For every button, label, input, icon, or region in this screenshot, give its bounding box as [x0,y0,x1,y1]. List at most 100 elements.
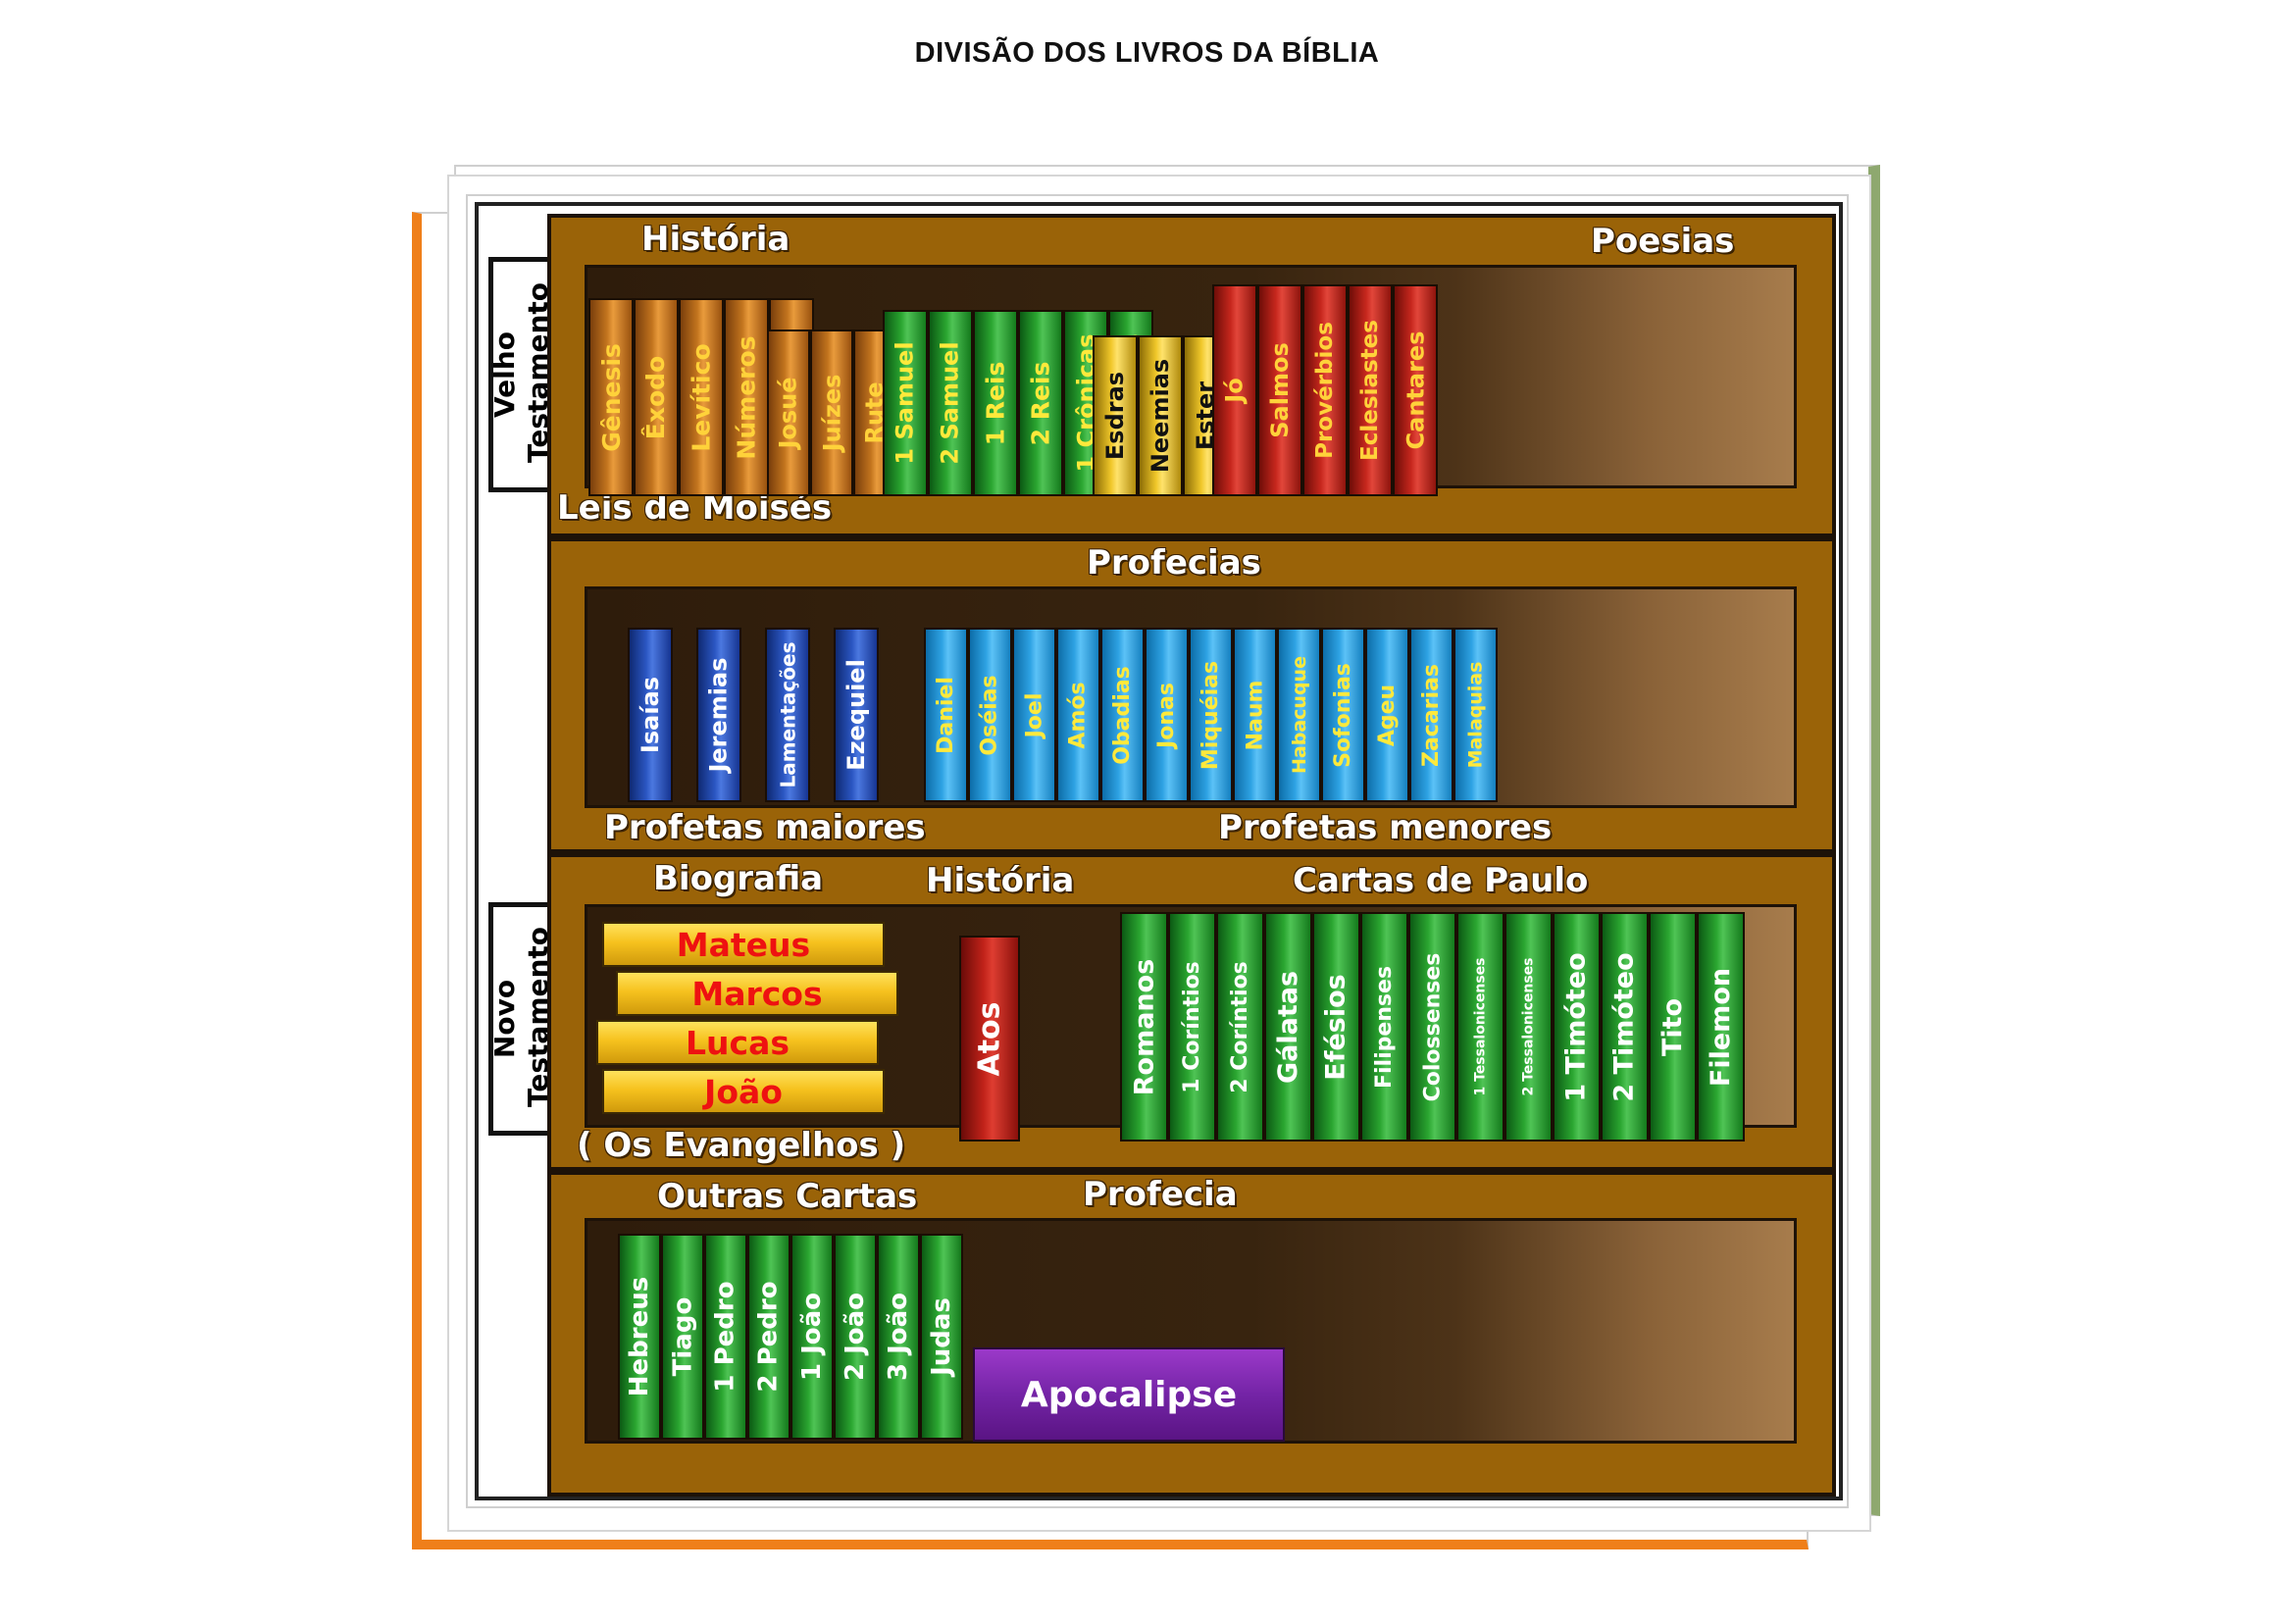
label-historia-vt: História [641,220,790,259]
label-poesias: Poesias [1591,222,1735,261]
book-2-timoteo: 2 Timóteo [1601,912,1649,1142]
book-title: Tiago [668,1296,698,1377]
book-tiago: Tiago [661,1234,704,1440]
new-testament-label: Novo Testamento [488,902,554,1136]
book-amos: Amós [1056,628,1100,802]
book-cantares: Cantares [1393,284,1438,496]
book-2-tessalonicenses: 2 Tessalonicenses [1504,912,1553,1142]
old-testament-text-value: Velho Testamento [487,281,554,463]
book-title: Atos [972,1000,1007,1077]
book-title: Isaías [637,676,664,754]
book-1-tessalonicenses: 1 Tessalonicenses [1456,912,1504,1142]
book-1-timoteo: 1 Timóteo [1553,912,1601,1142]
book-lamentacoes: Lamentações [765,628,810,802]
book-title: Gálatas [1273,970,1303,1084]
book-obadias: Obadias [1100,628,1145,802]
book-title: 2 Coríntios [1228,960,1253,1093]
book-title: 2 Pedro [754,1281,785,1393]
book-title: Joel [1022,692,1047,737]
book-1-reis: 1 Reis [973,310,1018,496]
label-historia-nt: História [926,861,1075,900]
book-title: Oséias [978,674,1003,756]
book-esdras: Esdras [1093,335,1138,496]
book-2-reis: 2 Reis [1018,310,1063,496]
book-title: 1 Coríntios [1180,960,1205,1093]
book-title: Gênesis [596,342,626,452]
book-title: Judas [927,1297,957,1376]
book-marcos: Marcos [616,971,898,1016]
book-title: Números [732,334,761,460]
label-cartas-de-paulo: Cartas de Paulo [1293,861,1589,900]
book-apocalipse: Apocalipse [973,1347,1285,1442]
book-zacarias: Zacarias [1409,628,1453,802]
book-numeros: Números [724,298,769,496]
book-title: Neemias [1147,358,1175,474]
book-jonas: Jonas [1145,628,1189,802]
book-1-pedro: 1 Pedro [704,1234,747,1440]
book-colossenses: Colossenses [1408,912,1456,1142]
book-sofonias: Sofonias [1321,628,1365,802]
book-title: Levítico [687,342,716,452]
book-title: Naum [1243,680,1267,750]
book-1-samuel: 1 Samuel [883,310,928,496]
book-title: Juízes [818,374,845,452]
book-title: 1 Pedro [711,1281,741,1393]
book-title: Apocalipse [1020,1374,1238,1415]
book-atos: Atos [959,936,1020,1142]
book-title: Efésios [1321,973,1352,1081]
book-title: Miquéias [1198,660,1223,770]
book-title: Romanos [1129,958,1160,1095]
book-miqueias: Miquéias [1189,628,1233,802]
book-title: Lamentações [776,641,800,788]
book-ageu: Ageu [1365,628,1409,802]
book-ezequiel: Ezequiel [834,628,879,802]
book-lucas: Lucas [596,1020,879,1065]
book-2-corintios: 2 Coríntios [1216,912,1264,1142]
book-juizes: Juízes [810,330,853,496]
book-jeremias: Jeremias [696,628,741,802]
book-romanos: Romanos [1120,912,1168,1142]
book-title: Eclesiastes [1357,320,1383,461]
book-2-joao: 2 João [834,1234,877,1440]
book-title: 1 Tessalonicenses [1472,957,1489,1096]
book-title: 1 Samuel [892,341,920,465]
new-testament-text: Novo Testamento [487,926,555,1107]
label-os-evangelhos: ( Os Evangelhos ) [577,1126,906,1165]
book-title: Cantares [1402,330,1429,450]
label-biografia: Biografia [653,859,824,898]
book-title: Ezequiel [842,659,871,771]
book-title: Filemon [1706,967,1737,1087]
book-title: Salmos [1266,342,1294,438]
book-filemon: Filemon [1697,912,1745,1142]
book-title: 2 João [841,1292,870,1382]
book-title: Zacarias [1419,663,1445,767]
book-galatas: Gálatas [1264,912,1312,1142]
book-genesis: Gênesis [588,298,634,496]
label-profetas-menores: Profetas menores [1218,808,1553,847]
book-title: Habacuque [1288,656,1310,774]
book-title: 1 Reis [981,361,1010,445]
bookshelf: Velho Testamento Novo Testamento Históri… [475,202,1843,1500]
book-title: Obadias [1110,665,1135,765]
book-isaias: Isaías [628,628,673,802]
book-mateus: Mateus [602,922,885,967]
book-eclesiastes: Eclesiastes [1348,284,1393,496]
old-testament-label: Velho Testamento [488,257,554,492]
book-jo: Jó [1212,284,1257,496]
book-title: Jó [1220,378,1249,403]
old-testament-text: Velho Testamento [487,281,555,463]
book-filipenses: Filipenses [1360,912,1408,1142]
book-title: Josué [775,377,803,449]
new-testament-text-value: Novo Testamento [487,926,554,1107]
book-title: Filipenses [1372,965,1397,1089]
book-joel: Joel [1012,628,1056,802]
label-profetas-maiores: Profetas maiores [604,808,926,847]
book-title: 1 Timóteo [1561,951,1592,1102]
book-title: Êxodo [641,355,671,439]
book-title: Colossenses [1420,952,1445,1101]
book-levitico: Levítico [679,298,724,496]
book-title: Marcos [691,974,823,1013]
book-1-joao: 1 João [790,1234,834,1440]
book-2-pedro: 2 Pedro [747,1234,790,1440]
book-habacuque: Habacuque [1277,628,1321,802]
